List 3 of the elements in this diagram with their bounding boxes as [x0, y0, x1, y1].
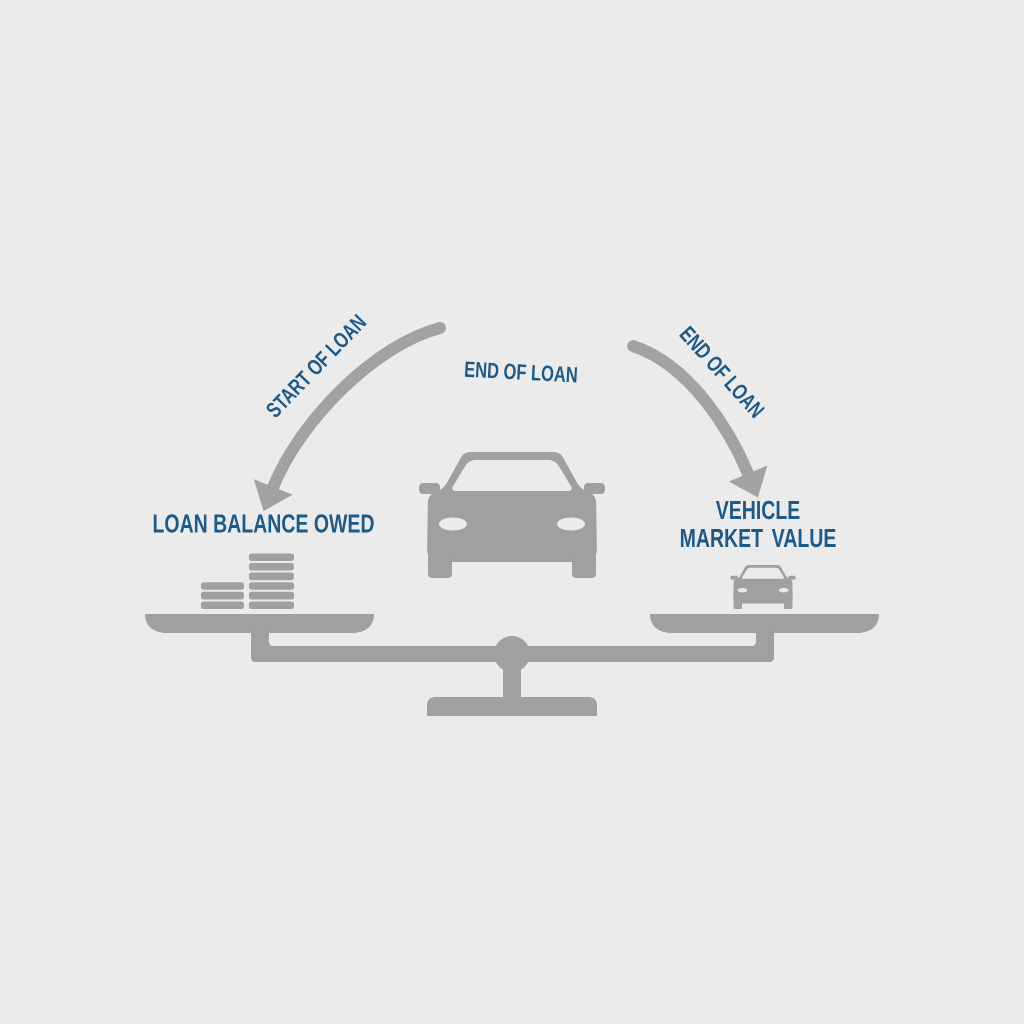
text-label: END OF LOAN [464, 361, 578, 383]
text-label: LOAN BALANCE OWED [153, 514, 374, 533]
text-label: VEHICLE MARKET VALUE [680, 500, 836, 548]
